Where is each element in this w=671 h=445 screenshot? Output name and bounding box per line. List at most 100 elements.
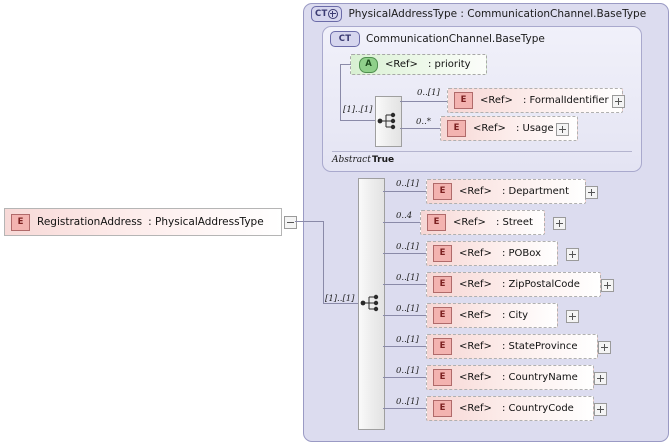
connector-seq-to-stateprovince: [383, 346, 429, 347]
element-type-label: : CountryName: [502, 372, 578, 383]
element-name-label: RegistrationAddress: [37, 216, 143, 228]
connector-seq-to-city: [383, 315, 429, 316]
expand-zippostalcode-button[interactable]: [601, 279, 614, 292]
element-ref-label: <Ref>: [459, 372, 492, 383]
connector-root-to-container: [295, 221, 323, 222]
element-name: Department: [508, 186, 570, 197]
element-badge-icon: E: [447, 120, 466, 137]
connector-inner-trunk: [340, 64, 341, 120]
element-ref-label: <Ref>: [459, 248, 492, 259]
element-formalidentifier[interactable]: E <Ref> : FormalIdentifier: [447, 88, 623, 113]
collapse-root-button[interactable]: [284, 216, 297, 229]
sep: :: [501, 248, 506, 259]
sep: :: [501, 310, 506, 321]
connector-seq-to-department: [383, 191, 429, 192]
element-ref-label: <Ref>: [459, 310, 492, 321]
element-ref-label: <Ref>: [480, 95, 513, 106]
element-badge-icon: E: [433, 400, 452, 417]
sep: :: [148, 216, 152, 228]
element-ref-label: <Ref>: [459, 341, 492, 352]
element-city[interactable]: E <Ref> : City: [426, 303, 558, 328]
sequence-icon: [377, 112, 396, 130]
element-type-label: : PhysicalAddressType: [148, 216, 264, 228]
complextype-communicationchannel-basetype-title: CT CommunicationChannel.BaseType: [330, 31, 545, 47]
element-name: City: [508, 310, 529, 321]
attribute-type-label: : priority: [428, 59, 471, 70]
expand-usage-button[interactable]: [556, 123, 569, 136]
element-stateprovince[interactable]: E <Ref> : StateProvince: [426, 334, 598, 359]
ct-plus-icon[interactable]: CT: [311, 6, 343, 22]
expand-countrycode-button[interactable]: [594, 403, 607, 416]
element-type-label: : City: [502, 310, 528, 321]
element-registrationaddress[interactable]: E RegistrationAddress : PhysicalAddressT…: [4, 208, 282, 236]
ct-icon[interactable]: CT: [330, 31, 360, 47]
plus-circle-icon[interactable]: [328, 9, 339, 19]
sep: :: [501, 341, 506, 352]
connector-inner-to-attribute: [340, 64, 351, 65]
element-name: FormalIdentifier: [529, 95, 609, 106]
element-pobox[interactable]: E <Ref> : POBox: [426, 241, 558, 266]
complextype-physicaladdresstype-title: CT PhysicalAddressType : CommunicationCh…: [311, 6, 646, 22]
abstract-label: Abstract: [332, 155, 371, 165]
attribute-priority[interactable]: A <Ref> : priority: [350, 54, 487, 75]
element-badge-icon: E: [454, 92, 473, 109]
element-type-label: : FormalIdentifier: [523, 95, 609, 106]
expand-stateprovince-button[interactable]: [598, 341, 611, 354]
cardinality-zippostalcode: 0..[1]: [396, 273, 419, 283]
element-department[interactable]: E <Ref> : Department: [426, 179, 586, 204]
element-type-label: : Usage: [516, 123, 554, 134]
element-ref-label: <Ref>: [459, 186, 492, 197]
attribute-name: priority: [434, 59, 471, 70]
expand-formalidentifier-button[interactable]: [612, 95, 625, 108]
element-name: POBox: [508, 248, 542, 259]
cardinality-pobox: 0..[1]: [396, 242, 419, 252]
ct-badge-text: CT: [338, 33, 352, 44]
cardinality-countrycode: 0..[1]: [396, 397, 419, 407]
attribute-ref-label: <Ref>: [385, 59, 418, 70]
root-type-name: PhysicalAddressType: [155, 216, 264, 228]
element-type-label: : ZipPostalCode: [502, 279, 580, 290]
element-ref-label: <Ref>: [459, 403, 492, 414]
connector-seq-to-usage: [400, 128, 442, 129]
connector-seq-to-countrycode: [383, 408, 429, 409]
element-street[interactable]: E <Ref> : Street: [420, 210, 545, 235]
element-ref-label: <Ref>: [473, 123, 506, 134]
sep: :: [501, 372, 506, 383]
element-name: CountryName: [508, 372, 578, 383]
cardinality-department: 0..[1]: [396, 179, 419, 189]
element-type-label: : Street: [496, 217, 533, 228]
inner-complextype-title-text: CommunicationChannel.BaseType: [366, 33, 545, 45]
expand-pobox-button[interactable]: [566, 248, 579, 261]
element-name: CountryCode: [508, 403, 574, 414]
expand-city-button[interactable]: [566, 310, 579, 323]
element-name: StateProvince: [508, 341, 578, 352]
expand-countryname-button[interactable]: [594, 372, 607, 385]
sep: :: [495, 217, 500, 228]
element-badge-icon: E: [11, 213, 30, 231]
sep: :: [501, 279, 506, 290]
element-ref-label: <Ref>: [453, 217, 486, 228]
element-ref-label: <Ref>: [459, 279, 492, 290]
element-usage[interactable]: E <Ref> : Usage: [440, 116, 578, 141]
connector-outer-to-sequence: [323, 303, 359, 304]
element-type-label: : POBox: [502, 248, 541, 259]
element-badge-icon: E: [433, 307, 452, 324]
connector-seq-to-street: [383, 222, 423, 223]
element-countrycode[interactable]: E <Ref> : CountryCode: [426, 396, 594, 421]
sep: :: [427, 59, 432, 70]
element-countryname[interactable]: E <Ref> : CountryName: [426, 365, 594, 390]
cardinality-street: 0..4: [396, 211, 413, 221]
element-name: ZipPostalCode: [508, 279, 580, 290]
expand-street-button[interactable]: [553, 217, 566, 230]
element-type-label: : CountryCode: [502, 403, 574, 414]
element-zippostalcode[interactable]: E <Ref> : ZipPostalCode: [426, 272, 601, 297]
element-badge-icon: E: [433, 276, 452, 293]
cardinality-stateprovince: 0..[1]: [396, 335, 419, 345]
element-badge-icon: E: [427, 214, 446, 231]
expand-department-button[interactable]: [585, 186, 598, 199]
element-badge-icon: E: [433, 245, 452, 262]
connector-inner-to-sequence: [340, 120, 376, 121]
element-name: Usage: [522, 123, 554, 134]
element-badge-icon: E: [433, 183, 452, 200]
